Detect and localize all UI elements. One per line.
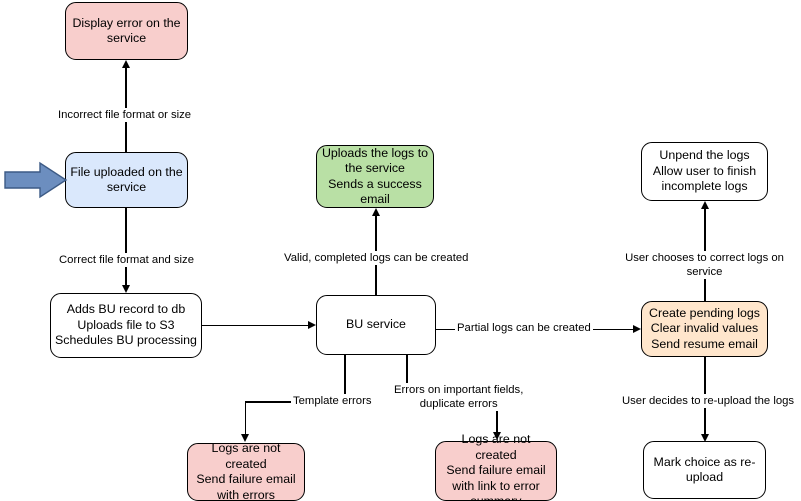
edge-bu-service-template-errors-seg1 [344,355,346,402]
edge-bu-service-template-errors-seg3 [245,401,247,435]
edge-file-uploaded-to-adds-bu-record [125,208,127,285]
node-label: Logs are not created Send failure email … [446,432,546,501]
edge-label-partial-logs: Partial logs can be created [455,321,593,335]
node-label: Uploads the logs to the service Sends a … [321,145,429,207]
arrowhead-down [121,285,130,293]
arrowhead-down [241,434,250,442]
edge-bu-service-errors-important-seg1 [406,355,408,383]
edge-bu-service-errors-important-seg2 [496,411,498,434]
node-logs-not-created-link[interactable]: Logs are not created Send failure email … [435,432,557,501]
edge-label-incorrect-file: Incorrect file format or size [56,108,194,122]
arrowhead-down [700,434,709,442]
node-adds-bu-record[interactable]: Adds BU record to db Uploads file to S3 … [50,293,202,358]
node-label: Adds BU record to db Uploads file to S3 … [55,302,197,348]
arrowhead-up [700,201,709,209]
arrowhead-up [371,208,380,216]
node-create-pending-logs[interactable]: Create pending logs Clear invalid values… [641,301,768,357]
edge-label-template-errors: Template errors [291,394,374,408]
edge-label-correct-file: Correct file format and size [57,253,196,267]
arrowhead-right [633,324,641,333]
arrowhead-right [308,320,316,329]
node-label: Create pending logs Clear invalid values… [649,305,760,351]
node-mark-choice-reupload[interactable]: Mark choice as re- upload [643,441,766,499]
arrowhead-up [121,60,130,68]
node-label: File uploaded on the service [70,164,183,195]
node-display-error[interactable]: Display error on the service [65,2,188,60]
node-label: BU service [346,317,406,332]
node-unpend-logs[interactable]: Unpend the logs Allow user to finish inc… [641,142,768,201]
arrowhead-down [492,432,501,440]
node-logs-not-created-template[interactable]: Logs are not created Send failure email … [187,441,305,501]
node-label: Unpend the logs Allow user to finish inc… [652,148,757,194]
edge-label-valid-completed: Valid, completed logs can be created [282,251,471,265]
edge-label-user-corrects: User chooses to correct logs on service [608,251,801,279]
external-input-arrow-icon [4,161,68,199]
node-bu-service[interactable]: BU service [316,295,436,355]
node-uploads-logs-success[interactable]: Uploads the logs to the service Sends a … [316,145,434,208]
node-label: Display error on the service [72,15,181,46]
edge-label-user-reupload: User decides to re-upload the logs [620,394,797,408]
edge-adds-bu-record-to-bu-service [202,324,308,326]
node-file-uploaded[interactable]: File uploaded on the service [65,152,188,208]
node-label: Logs are not created Send failure email … [196,441,296,501]
edge-label-errors-important: Errors on important fields, duplicate er… [392,383,526,411]
node-label: Mark choice as re- upload [653,454,756,485]
